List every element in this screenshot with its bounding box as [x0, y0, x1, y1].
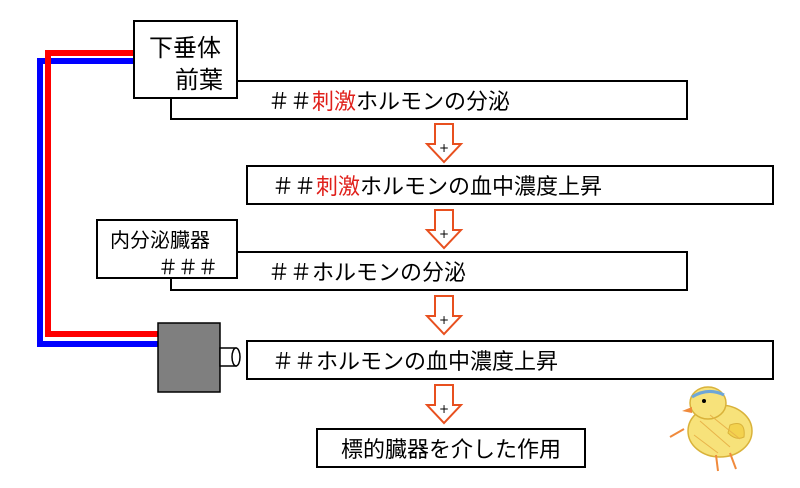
endocrine-organ-line1: 内分泌臓器 — [110, 228, 210, 252]
step-1-suffix: ホルモンの分泌 — [356, 90, 511, 115]
feedback-line-blue — [37, 58, 160, 347]
step-4-suffix: ホルモンの血中濃度上昇 — [316, 350, 559, 375]
step-2-suffix: ホルモンの血中濃度上昇 — [360, 175, 603, 200]
step-3-suffix: ホルモンの分泌 — [312, 261, 467, 286]
step-3-prefix: ＃＃ — [268, 261, 313, 286]
step-4-prefix: ＃＃ — [272, 350, 317, 375]
step-2-highlight: 刺激 — [316, 175, 361, 200]
step-2-prefix: ＃＃ — [272, 175, 317, 200]
endocrine-organ-line2: ＃＃＃ — [158, 255, 218, 279]
arrow-3-symbol: + — [439, 313, 449, 327]
down-arrow-icon: + — [424, 209, 464, 250]
pituitary-line1-front: 下垂体 — [149, 34, 221, 62]
step-3-box: ＃＃ホルモンの分泌 — [170, 251, 688, 291]
arrow-4-symbol: + — [439, 402, 449, 416]
target-label: 標的臓器を介した作用 — [340, 438, 561, 463]
pituitary-line2-front: 前葉 — [175, 66, 223, 94]
pituitary-label-box-front: 下垂体 前葉 — [133, 20, 238, 99]
step-1-box: ＃＃刺激ホルモンの分泌 — [170, 80, 688, 120]
down-arrow-icon: + — [424, 384, 464, 425]
target-box: 標的臓器を介した作用 — [316, 428, 586, 468]
step-2-box: ＃＃刺激ホルモンの血中濃度上昇 — [246, 165, 774, 205]
arrow-1-symbol: + — [439, 141, 449, 155]
down-arrow-icon: + — [424, 295, 464, 336]
arrow-2-symbol: + — [439, 227, 449, 241]
endocrine-organ-label-box: 内分泌臓器 ＃＃＃ — [96, 219, 238, 279]
down-arrow-icon: + — [424, 123, 464, 164]
step-4-box: ＃＃ホルモンの血中濃度上昇 — [246, 340, 774, 380]
step-1-prefix: ＃＃ — [268, 90, 313, 115]
step-1-highlight: 刺激 — [312, 90, 357, 115]
